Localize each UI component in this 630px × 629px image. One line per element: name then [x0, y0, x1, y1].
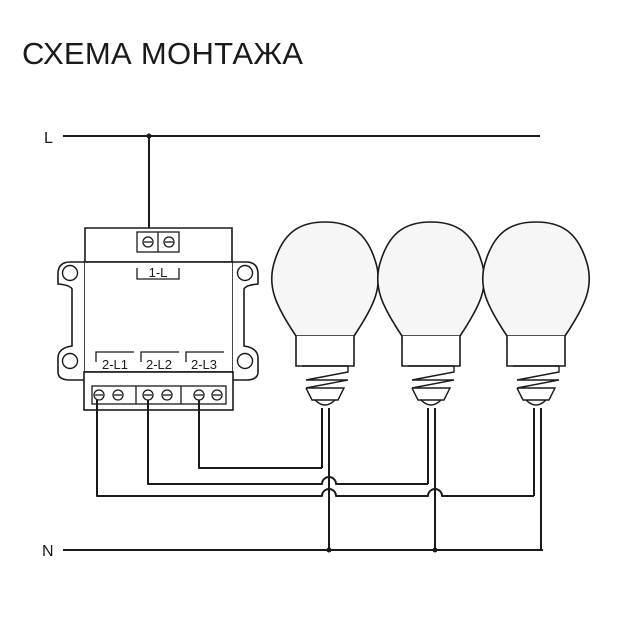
diagram-title: СХЕМА МОНТАЖА — [22, 36, 304, 71]
output-terminal-label-2: 2-L2 — [146, 357, 172, 372]
wires — [96, 400, 542, 550]
output-terminal-label-1: 2-L1 — [102, 357, 128, 372]
input-terminal-label: 1-L — [149, 265, 168, 280]
light-bulb-1 — [270, 221, 380, 406]
output-terminal-label-3: 2-L3 — [191, 357, 217, 372]
neutral-junction-dot-2 — [432, 547, 438, 553]
phase-line-label: L — [44, 130, 53, 147]
neutral-line-label: N — [42, 543, 54, 560]
output-terminal-brackets — [95, 351, 224, 362]
mounting-holes — [61, 264, 254, 370]
neutral-junction-dot-1 — [326, 547, 332, 553]
input-terminal-bracket — [136, 268, 180, 280]
input-terminal — [136, 231, 180, 253]
output-terminals — [91, 385, 227, 405]
phase-junction-dot — [146, 133, 152, 139]
light-bulb-3 — [481, 221, 591, 406]
relay-module — [57, 227, 259, 411]
light-bulb-2 — [376, 221, 486, 406]
